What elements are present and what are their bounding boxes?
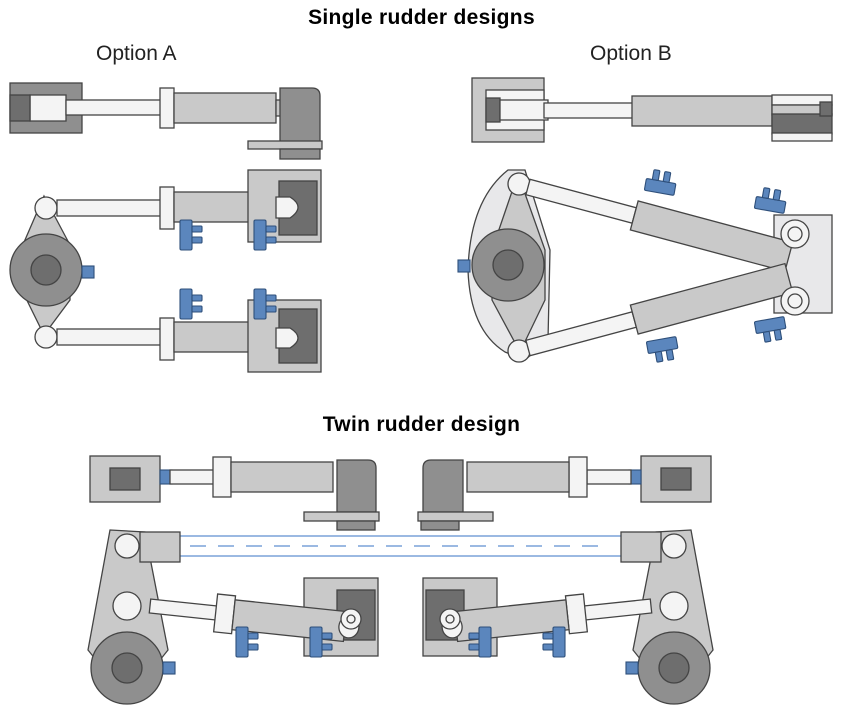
option-a-label: Option A xyxy=(96,42,177,65)
twin-side-view xyxy=(89,455,712,531)
option-b-top-view xyxy=(457,168,833,364)
option-a-top-view xyxy=(9,169,322,373)
twin-rudder-title: Twin rudder design xyxy=(322,413,521,436)
single-rudder-title: Single rudder designs xyxy=(308,6,535,29)
option-b-label: Option B xyxy=(590,42,672,65)
option-b-side-view xyxy=(471,77,833,143)
twin-top-view xyxy=(87,529,714,705)
option-a-side-view xyxy=(9,82,323,160)
